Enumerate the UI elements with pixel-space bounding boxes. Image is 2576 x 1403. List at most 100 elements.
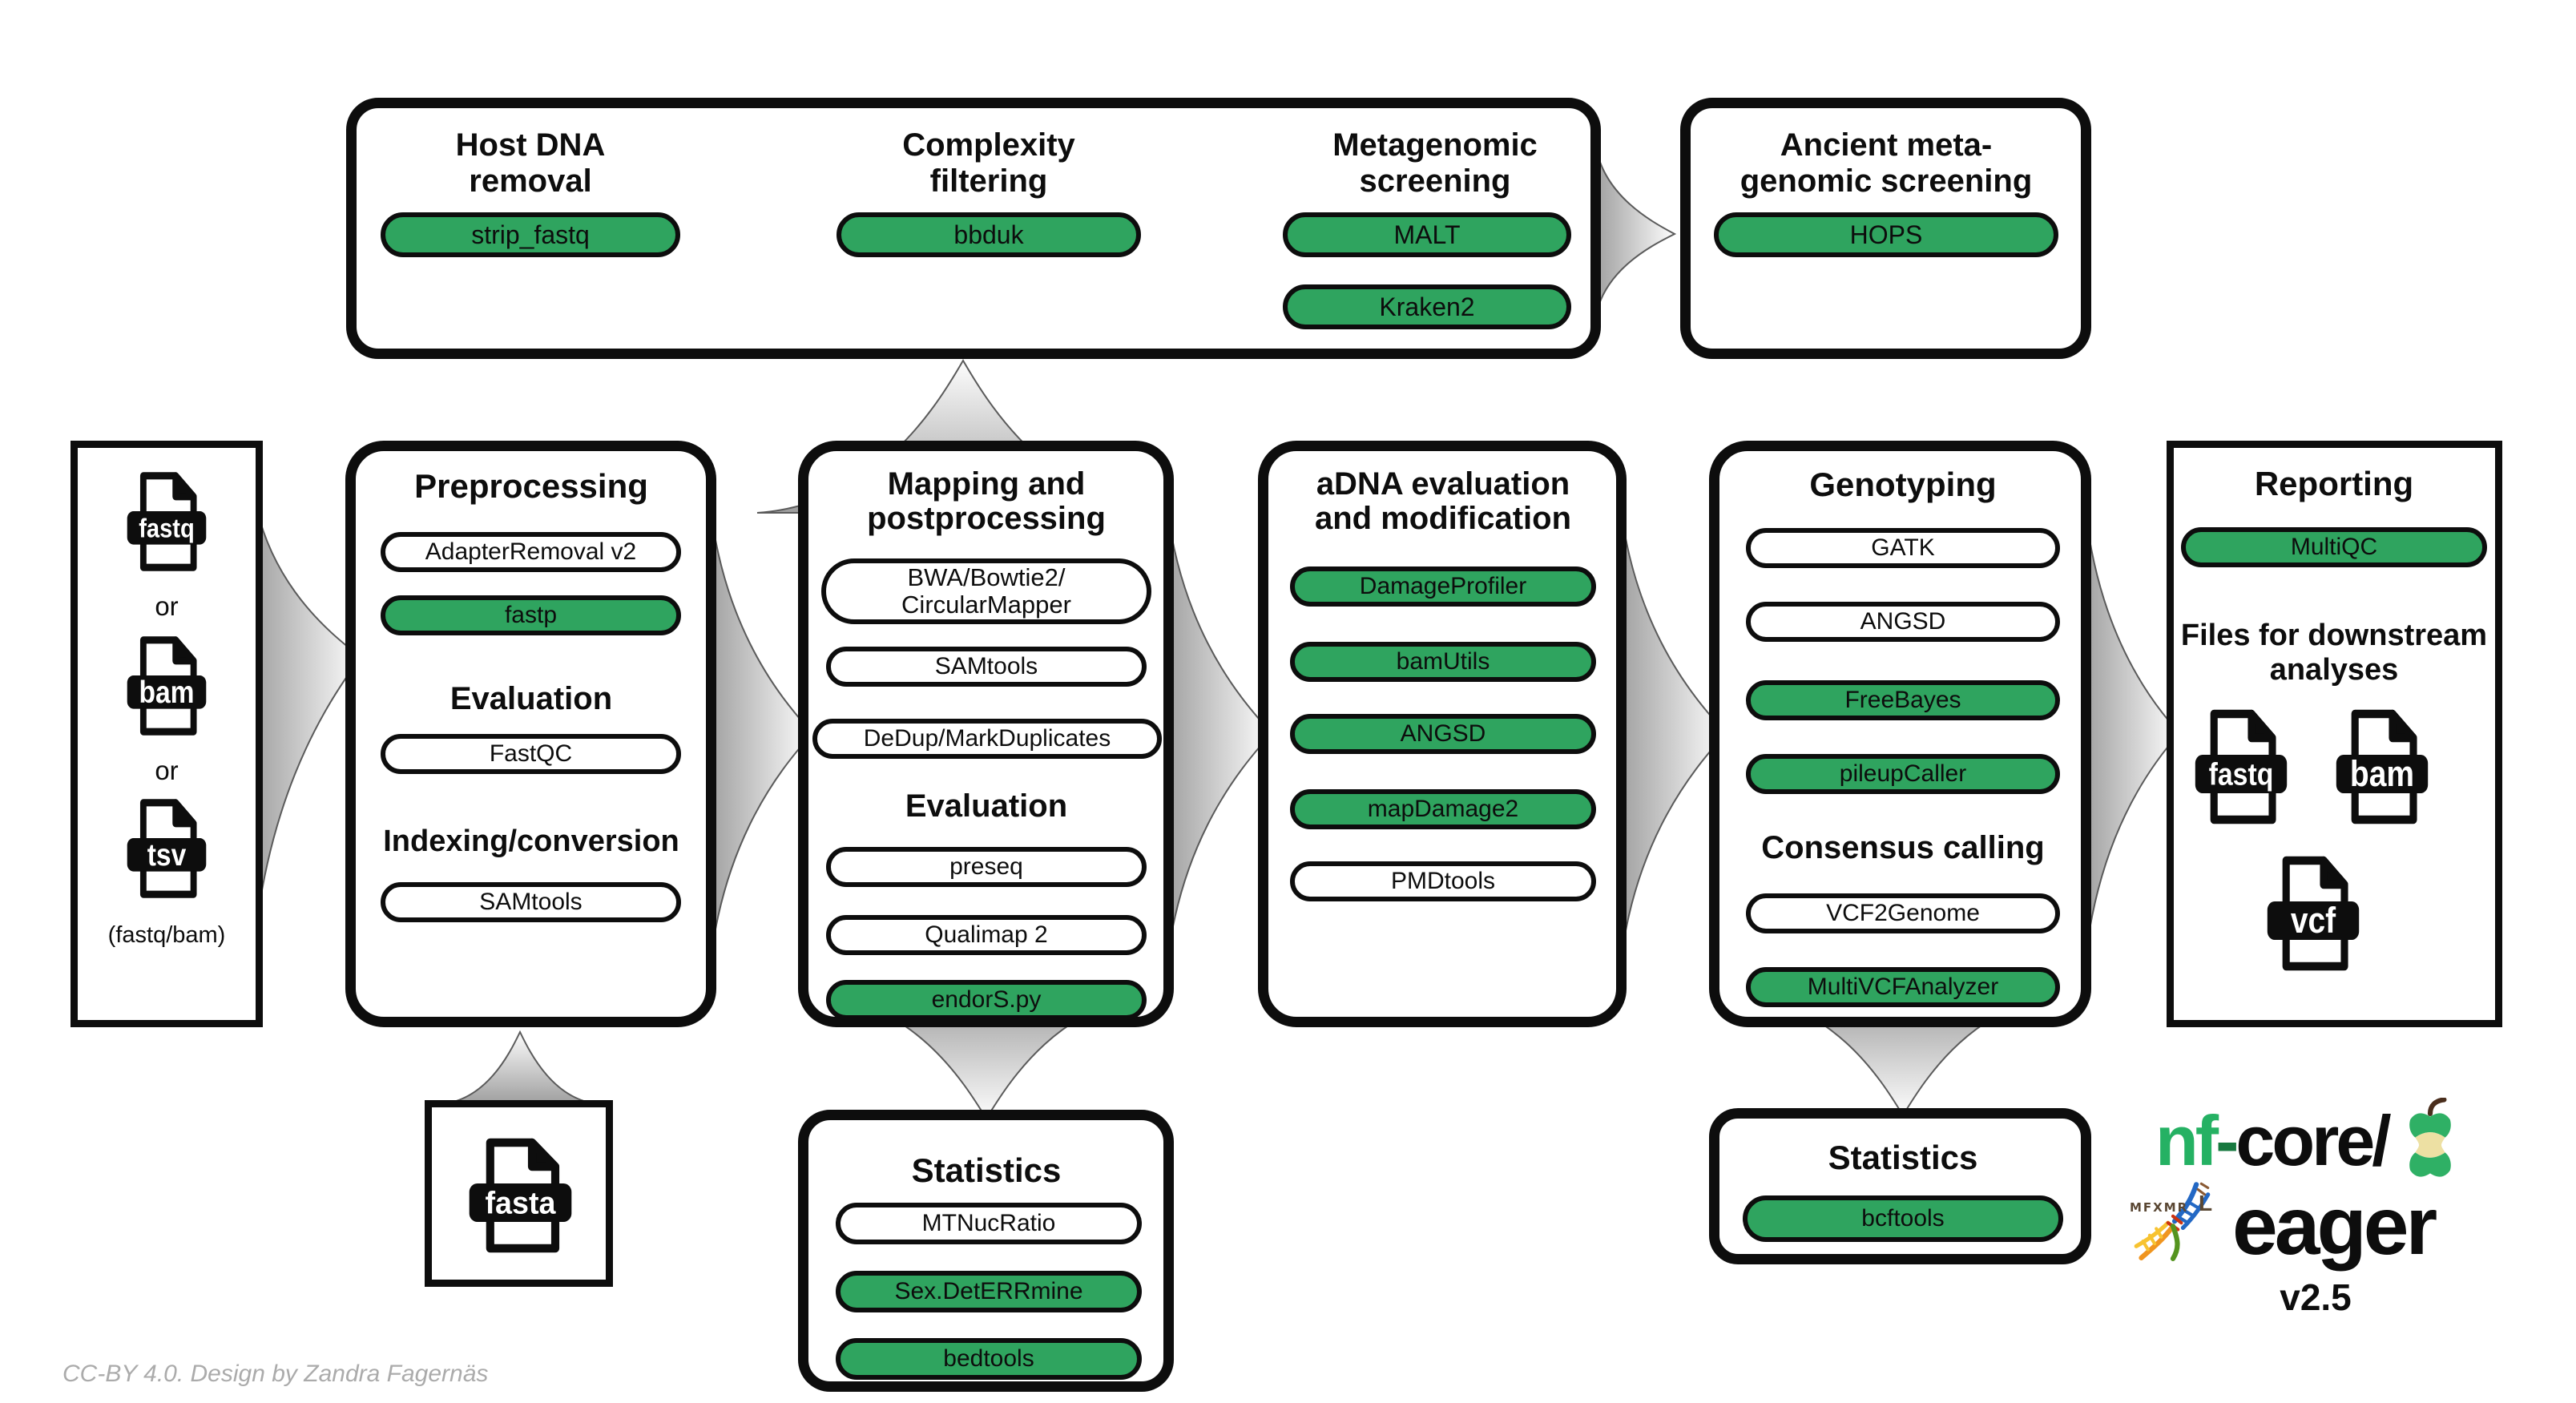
indexing-conversion-subtitle: Indexing/conversion [383, 824, 679, 858]
complexity-filtering-title-line2: filtering [929, 163, 1048, 199]
bam-output-icon: bam [2336, 709, 2429, 824]
complexity-filtering-title-line1: Complexity [902, 127, 1075, 163]
mapping-title-line2: postprocessing [867, 501, 1106, 536]
tool-label-line1: BWA/Bowtie2/ [907, 563, 1066, 591]
arrow-preprocessing-to-mapping [706, 460, 814, 1010]
tool-pill-multivcfanalyzer: MultiVCFAnalyzer [1746, 967, 2060, 1007]
adna-box: aDNA evaluation and modification DamageP… [1258, 441, 1627, 1027]
bam-file-icon: bam [127, 636, 207, 736]
file-label: vcf [2291, 900, 2336, 940]
logo-runes-text: MFXMR [2130, 1200, 2189, 1215]
apple-core-icon [2409, 1098, 2451, 1177]
genotyping-box: Genotyping GATK ANGSD FreeBayes pileupCa… [1709, 441, 2091, 1027]
dna-helix-icon [2134, 1182, 2211, 1261]
nf-core-logo: nf-core/ [2155, 1098, 2461, 1192]
file-label: fastq [139, 512, 195, 543]
evaluation-subtitle: Evaluation [905, 788, 1068, 824]
statistics-title: Statistics [911, 1151, 1062, 1189]
preprocessing-title: Preprocessing [414, 467, 648, 505]
tool-pill-endors-py: endorS.py [826, 980, 1147, 1020]
file-label: bam [2350, 753, 2414, 793]
host-dna-removal-title-line1: Host DNA [455, 127, 606, 163]
arrow-input-to-preprocessing [249, 460, 362, 1010]
tool-pill-qualimap2: Qualimap 2 [826, 915, 1147, 955]
tool-pill-adapterremoval: AdapterRemoval v2 [381, 532, 681, 572]
screening-box: Host DNA removal strip_fastq Complexity … [346, 98, 1601, 359]
downstream-files-subtitle-line2: analyses [2269, 653, 2399, 687]
vcf-output-icon: vcf [2267, 856, 2360, 971]
tool-pill-malt: MALT [1283, 212, 1571, 257]
arrow-fasta-to-preprocessing [440, 1030, 600, 1105]
tool-pill-mtnucratio: MTNucRatio [836, 1203, 1142, 1244]
file-label: fastq [2209, 756, 2274, 792]
preprocessing-box: Preprocessing AdapterRemoval v2 fastp Ev… [345, 441, 716, 1027]
logo-core-text: core/ [2235, 1101, 2391, 1180]
logo-version: v2.5 [2280, 1276, 2352, 1318]
tool-pill-mapdamage2: mapDamage2 [1290, 789, 1596, 829]
statistics-mapping-box: Statistics MTNucRatio Sex.DetERRmine bed… [798, 1110, 1174, 1392]
statistics-title: Statistics [1828, 1139, 1978, 1176]
file-label: bam [139, 674, 194, 709]
tool-pill-bedtools: bedtools [836, 1338, 1142, 1380]
logo-nf-text: nf [2155, 1101, 2219, 1180]
tool-label-line2: CircularMapper [901, 591, 1071, 619]
tool-pill-sexdeterrmine: Sex.DetERRmine [836, 1271, 1142, 1312]
tool-pill-vcf2genome: VCF2Genome [1746, 893, 2060, 933]
tool-pill-angsd-geno: ANGSD [1746, 602, 2060, 642]
tool-pill-bwa-bowtie2-circularmapper: BWA/Bowtie2/ CircularMapper [821, 558, 1151, 624]
file-label: tsv [147, 837, 187, 872]
tool-pill-bamutils: bamUtils [1290, 642, 1596, 682]
tool-pill-freebayes: FreeBayes [1746, 680, 2060, 720]
tool-pill-gatk: GATK [1746, 528, 2060, 568]
statistics-genotyping-box: Statistics bcftools [1709, 1108, 2091, 1264]
tool-pill-pmdtools: PMDtools [1290, 861, 1596, 901]
ancient-screening-title-line2: genomic screening [1740, 163, 2033, 199]
reporting-title: Reporting [2254, 465, 2414, 502]
arrow-metagenomic-to-ancient [1594, 135, 1677, 327]
tool-pill-dedup-markduplicates: DeDup/MarkDuplicates [812, 719, 1162, 759]
tool-pill-damageprofiler: DamageProfiler [1290, 566, 1596, 607]
input-caption: (fastq/bam) [107, 922, 226, 948]
tool-pill-preseq: preseq [826, 847, 1147, 887]
adna-title-line2: and modification [1315, 501, 1571, 536]
tsv-file-icon: tsv [127, 799, 207, 898]
adna-title-line1: aDNA evaluation [1316, 466, 1570, 502]
tool-pill-multiqc: MultiQC [2181, 527, 2487, 567]
ancient-screening-box: Ancient meta- genomic screening HOPS [1680, 98, 2091, 359]
tool-pill-angsd-adna: ANGSD [1290, 714, 1596, 754]
consensus-calling-subtitle: Consensus calling [1761, 830, 2045, 865]
or-text-2: or [155, 756, 179, 785]
tool-pill-kraken2: Kraken2 [1283, 284, 1571, 329]
arrow-genotyping-to-reporting [2081, 460, 2181, 1010]
ancient-screening-title-line1: Ancient meta- [1780, 127, 1993, 163]
tool-pill-strip-fastq: strip_fastq [381, 212, 680, 257]
license-credit-text: CC-BY 4.0. Design by Zandra Fagernäs [62, 1361, 489, 1387]
file-label: fasta [486, 1186, 557, 1221]
metagenomic-screening-title-line2: screening [1359, 163, 1511, 199]
logo-rune-l: L [2199, 1191, 2213, 1216]
reporting-box: Reporting MultiQC Files for downstream a… [2167, 441, 2502, 1027]
downstream-files-subtitle-line1: Files for downstream [2180, 619, 2488, 652]
input-files-box: fastq or bam or tsv (fastq/bam) [71, 441, 263, 1027]
logo-dash: - [2215, 1101, 2239, 1180]
or-text-1: or [155, 591, 179, 621]
tool-pill-fastqc: FastQC [381, 734, 681, 774]
evaluation-subtitle: Evaluation [449, 681, 613, 716]
metagenomic-screening-title-line1: Metagenomic [1332, 127, 1538, 163]
host-dna-removal-title-line2: removal [469, 163, 592, 199]
tool-pill-bcftools: bcftools [1743, 1195, 2063, 1242]
logo-eager-text: eager [2232, 1180, 2437, 1272]
fastq-file-icon: fastq [127, 472, 207, 571]
fastq-output-icon: fastq [2195, 709, 2288, 824]
arrow-mapping-to-adna [1163, 460, 1273, 1010]
tool-pill-hops: HOPS [1714, 212, 2058, 257]
fasta-file-icon: fasta [469, 1138, 572, 1253]
tool-pill-bbduk: bbduk [836, 212, 1141, 257]
tool-pill-samtools-map: SAMtools [826, 647, 1147, 687]
fasta-reference-box: fasta [425, 1100, 613, 1287]
tool-pill-samtools-pre: SAMtools [381, 882, 681, 922]
mapping-title-line1: Mapping and [887, 466, 1086, 502]
mapping-box: Mapping and postprocessing BWA/Bowtie2/ … [798, 441, 1174, 1027]
tool-pill-pileupcaller: pileupCaller [1746, 754, 2060, 794]
